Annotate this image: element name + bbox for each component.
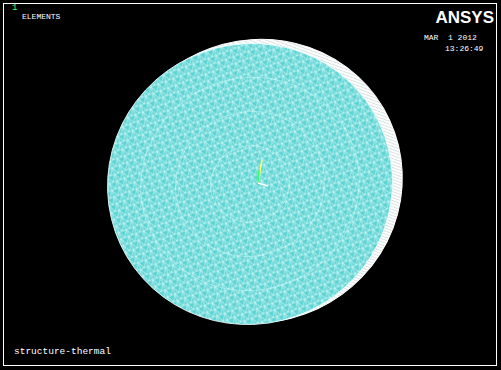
viewport-frame — [4, 4, 497, 366]
disc-edge — [61, 0, 439, 370]
window-number: 1 — [12, 4, 17, 13]
date-stamp: MAR 1 2012 — [424, 34, 477, 42]
disc-face — [100, 40, 400, 330]
analysis-title: structure-thermal — [14, 347, 111, 357]
software-logo: ANSYS — [435, 9, 494, 26]
time-stamp: 13:26:49 — [445, 45, 483, 53]
axis-triad — [258, 160, 268, 186]
disc-rim — [67, 0, 449, 370]
plot-type: ELEMENTS — [22, 13, 60, 21]
